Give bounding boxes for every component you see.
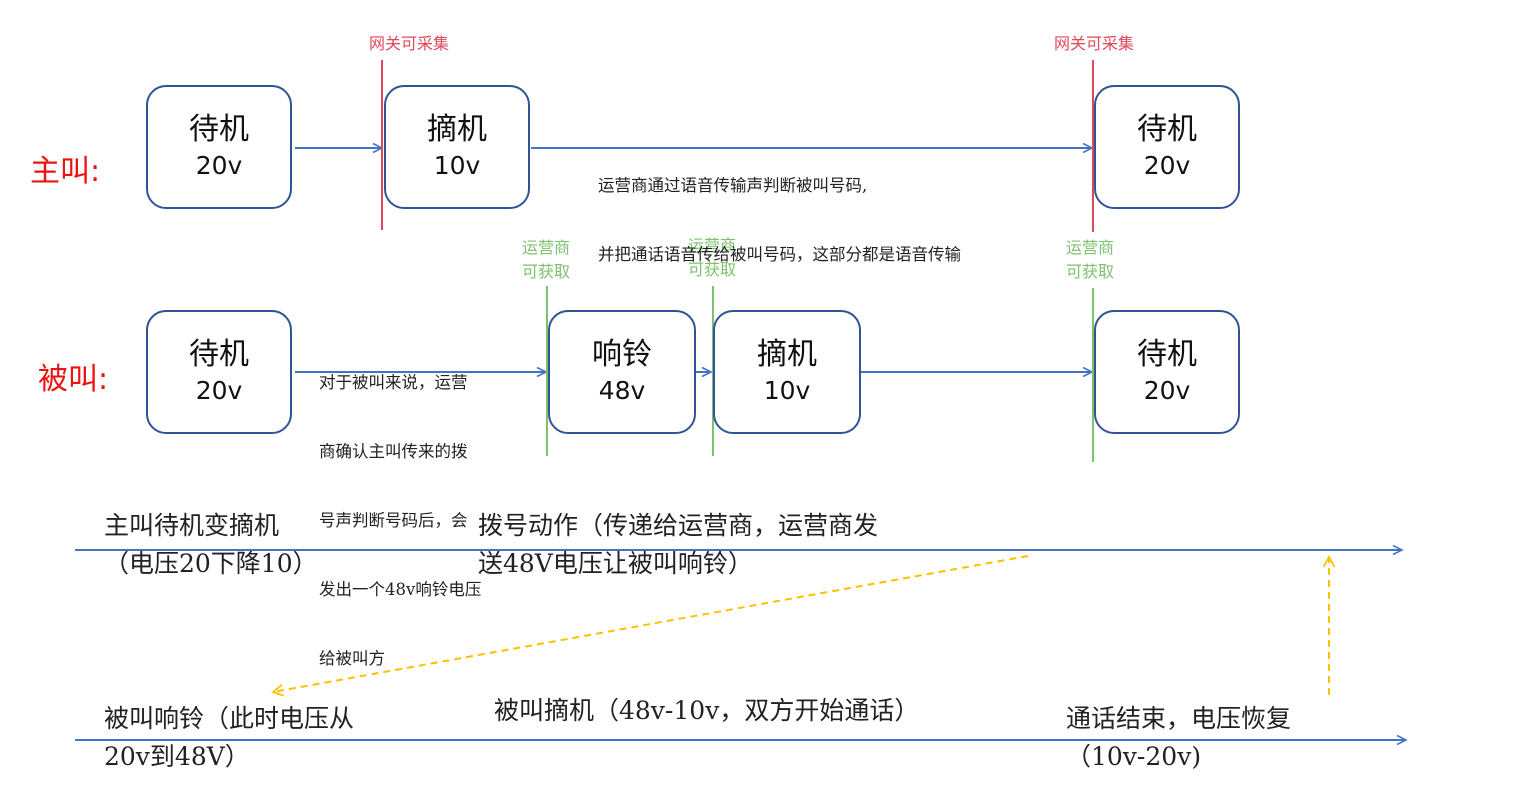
carrier-tag: 运营商 可获取 [1066,236,1114,284]
event-line: （电压20下降10） [104,549,318,578]
state-label: 待机 [189,337,249,372]
state-label: 待机 [1137,337,1197,372]
dashed-arrow-ring [271,555,1029,697]
callee-state-ringing: 响铃 48v [548,310,696,434]
state-label: 待机 [1137,112,1197,147]
gateway-tag: 网关可采集 [1053,34,1135,53]
carrier-tag-line: 运营商 [1065,238,1115,257]
event-line: 主叫待机变摘机 [104,511,280,540]
timeline-event-dialing: 拨号动作（传递给运营商，运营商发 送48V电压让被叫响铃） [478,507,878,583]
voltage-label: 20v [195,151,243,180]
voltage-label: 20v [195,376,243,405]
state-label: 待机 [189,112,249,147]
caller-state-offhook: 摘机 10v [384,85,530,209]
timeline-event-caller-offhook: 主叫待机变摘机 （电压20下降10） [104,507,318,583]
state-label: 摘机 [427,112,487,147]
carrier-tag: 运营商 可获取 [522,236,570,284]
timeline-event-callee-ringing: 被叫响铃（此时电压从 20v到48V） [104,700,354,776]
event-line: 被叫摘机（48v-10v，双方开始通话） [494,696,920,725]
voltage-label: 10v [433,151,481,180]
voltage-label: 48v [598,376,646,405]
carrier-tag-line: 可获取 [687,260,737,279]
caller-state-idle: 待机 20v [146,85,292,209]
event-line: （10v-20v) [1066,742,1202,771]
note-line: 运营商通过语音传输声判断被叫号码, [598,176,868,195]
callee-confirm-note: 对于被叫来说，运营 商确认主叫传来的拨 号声判断号码后，会 发出一个48v响铃电… [319,325,481,693]
voltage-label: 20v [1143,376,1191,405]
caller-label: 主叫: [30,154,101,189]
note-line: 商确认主叫传来的拨 [319,442,468,461]
timeline-event-callee-offhook: 被叫摘机（48v-10v，双方开始通话） [494,692,919,730]
note-line: 号声判断号码后，会 [319,511,468,530]
caller-voice-note: 运营商通过语音传输声判断被叫号码, 并把通话语音传给被叫号码，这部分都是语音传输 [598,128,961,289]
voltage-label: 20v [1143,151,1191,180]
event-line: 20v到48V） [104,742,250,771]
carrier-tag-line: 运营商 [521,238,571,257]
timeline-event-call-end: 通话结束，电压恢复 （10v-20v) [1066,700,1291,776]
state-label: 摘机 [757,337,817,372]
caller-state-idle-end: 待机 20v [1094,85,1240,209]
carrier-tag-line: 运营商 [687,236,737,255]
note-line: 并把通话语音传给被叫号码，这部分都是语音传输 [598,245,961,264]
callee-label: 被叫: [38,362,109,397]
gateway-tag: 网关可采集 [368,34,450,53]
carrier-tag-line: 可获取 [1065,262,1115,281]
event-line: 被叫响铃（此时电压从 [104,704,355,733]
note-line: 给被叫方 [319,649,385,668]
event-line: 送48V电压让被叫响铃） [478,549,753,578]
voltage-label: 10v [763,376,811,405]
note-line: 发出一个48v响铃电压 [319,580,482,599]
callee-state-idle: 待机 20v [146,310,292,434]
carrier-tag-line: 可获取 [521,262,571,281]
carrier-tag: 运营商 可获取 [688,234,736,282]
callee-state-idle-end: 待机 20v [1094,310,1240,434]
callee-state-offhook: 摘机 10v [713,310,861,434]
note-line: 对于被叫来说，运营 [319,373,468,392]
event-line: 拨号动作（传递给运营商，运营商发 [478,511,879,540]
state-label: 响铃 [592,337,652,372]
event-line: 通话结束，电压恢复 [1066,704,1292,733]
